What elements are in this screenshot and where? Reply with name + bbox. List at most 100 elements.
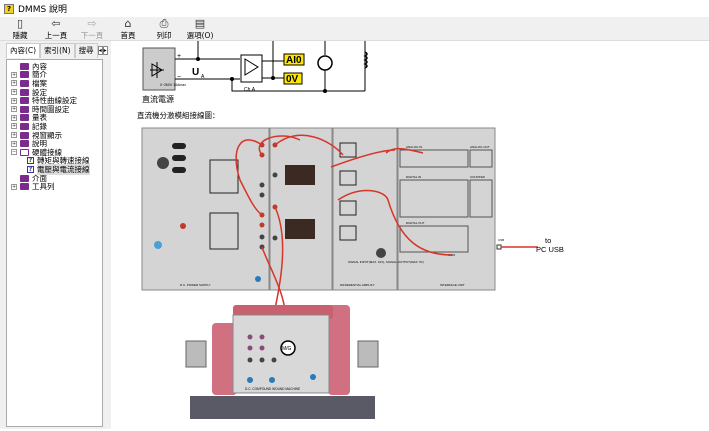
tree-item-label: 簡介: [32, 70, 47, 80]
tree-item-label: 特性曲線設定: [32, 96, 77, 106]
schematic: 0~260V 10Amax +− U A Ch.A AI0 0V 直流電源 直流…: [137, 41, 368, 120]
tab-index[interactable]: 索引(N): [40, 43, 75, 58]
tree-item-label: 工具列: [32, 182, 55, 192]
book-icon: [20, 114, 29, 122]
toolbar: ▯隱藏 ⇦上一頁 ⇨下一頁 ⌂首頁 ⎙列印 ▤選項(O): [0, 17, 709, 41]
back-arrow-icon: ⇦: [51, 17, 61, 30]
print-button[interactable]: ⎙列印: [156, 17, 172, 40]
forward-button[interactable]: ⇨下一頁: [80, 17, 104, 40]
expand-icon[interactable]: +: [11, 123, 17, 130]
svg-text:USB: USB: [498, 238, 504, 242]
dc-machine: M/G D.C. COMPOUND WOUND MACHINE: [185, 305, 379, 419]
expand-icon[interactable]: +: [11, 80, 17, 87]
expand-icon[interactable]: +: [11, 132, 17, 139]
book-icon: [20, 131, 29, 139]
svg-text:PC USB: PC USB: [536, 245, 564, 254]
book-icon: [20, 174, 29, 182]
tab-contents[interactable]: 內容(C): [6, 43, 41, 58]
expand-icon[interactable]: +: [11, 71, 17, 78]
svg-text:to: to: [545, 236, 551, 245]
svg-text:COUNTER: COUNTER: [470, 175, 486, 179]
tree-item[interactable]: + 視窗顯示: [7, 131, 102, 140]
tree-item[interactable]: +記錄: [7, 122, 102, 131]
book-icon: [20, 140, 29, 148]
collapse-icon[interactable]: −: [11, 149, 17, 156]
svg-text:DIGITAL OUT: DIGITAL OUT: [406, 221, 425, 225]
forward-arrow-icon: ⇨: [87, 17, 97, 30]
tree-item-label: 設定: [32, 87, 47, 97]
tree-item[interactable]: + 說明: [7, 139, 102, 148]
expand-icon[interactable]: +: [11, 106, 17, 113]
expand-icon[interactable]: +: [11, 89, 17, 96]
pane-splitter[interactable]: [106, 41, 111, 429]
tree-item-label: 時間圖設定: [32, 104, 70, 114]
tree-item[interactable]: + 檔案: [7, 79, 102, 88]
home-button[interactable]: ⌂首頁: [120, 17, 136, 40]
svg-text:SIGNAL INPUT(MAX. 10V), SIGNAL: SIGNAL INPUT(MAX. 10V), SIGNAL OUTPUT(MA…: [348, 260, 424, 264]
tree-item[interactable]: + 工具列: [7, 182, 102, 191]
amplifier-block: [240, 54, 263, 83]
open-book-icon: [20, 148, 29, 156]
tree-item[interactable]: + 時間圖設定: [7, 105, 102, 114]
tree-item-label: 說明: [32, 139, 47, 149]
tree-item[interactable]: + 特性曲線設定: [7, 96, 102, 105]
tree-item[interactable]: ?轉矩與轉速接線: [7, 156, 102, 166]
svg-text:D.C. COMPOUND WOUND MACHINE: D.C. COMPOUND WOUND MACHINE: [245, 387, 300, 391]
tab-scroll-right[interactable]: ▸: [102, 46, 108, 55]
trainer-panel: ANALOG IN ANALOG OUT DIGITAL IN COUNTER …: [141, 127, 564, 331]
book-icon: [20, 71, 29, 79]
help-content: 0~260V 10Amax +− U A Ch.A AI0 0V 直流電源 直流…: [111, 41, 709, 429]
tree-item-label: 檔案: [32, 78, 47, 88]
svg-text:0~260V 10Amax: 0~260V 10Amax: [160, 83, 186, 87]
svg-text:D.C. POWER SUPPLY: D.C. POWER SUPPLY: [180, 283, 211, 287]
book-icon: [20, 105, 29, 113]
book-icon: [20, 62, 29, 70]
expand-icon[interactable]: +: [11, 97, 17, 104]
back-button[interactable]: ⇦上一頁: [44, 17, 68, 40]
tree-item-label: 轉矩與轉速接線: [37, 156, 90, 166]
expand-icon[interactable]: +: [11, 183, 17, 190]
motor-symbol: [317, 55, 333, 71]
wiring-illustration: 0~260V 10Amax +− U A Ch.A AI0 0V 直流電源 直流…: [137, 41, 564, 419]
hide-icon: ▯: [16, 17, 24, 30]
svg-text:INTERFACE UNIT: INTERFACE UNIT: [440, 283, 465, 287]
hide-button[interactable]: ▯隱藏: [12, 17, 28, 40]
tree-item[interactable]: +量表: [7, 113, 102, 122]
tree-item[interactable]: ?電壓與電流接線: [7, 163, 102, 175]
tree-item[interactable]: 內容: [7, 62, 102, 71]
window-title: DMMS 說明: [18, 5, 68, 15]
tree-item-label: 電壓與電流接線: [37, 163, 90, 175]
tree-item[interactable]: 介面: [7, 174, 102, 183]
tree-item-label: 視窗顯示: [32, 130, 62, 140]
svg-text:+: +: [177, 53, 181, 60]
options-icon: ▤: [194, 17, 206, 30]
coil-symbol: [363, 51, 368, 69]
book-icon: [20, 122, 29, 130]
help-page-icon: ?: [27, 165, 34, 173]
printer-icon: ⎙: [159, 17, 169, 30]
tab-search[interactable]: 搜尋: [74, 43, 98, 58]
home-icon: ⌂: [124, 17, 132, 30]
book-icon: [20, 79, 29, 87]
tab-scroll-left[interactable]: ◂: [97, 46, 103, 55]
svg-text:A: A: [201, 74, 205, 80]
svg-text:0V: 0V: [286, 74, 299, 85]
tree-item[interactable]: + 簡介: [7, 70, 102, 80]
book-icon: [20, 88, 29, 96]
options-button[interactable]: ▤選項(O): [186, 17, 214, 40]
tree-item-label: 硬體接線: [32, 147, 62, 157]
svg-text:DIFFERENTIAL AMPLIFY: DIFFERENTIAL AMPLIFY: [340, 283, 375, 287]
svg-text:U: U: [192, 67, 199, 78]
expand-icon[interactable]: +: [11, 114, 17, 121]
tree-item-label: 內容: [32, 61, 47, 71]
supply-caption: 直流電源: [142, 94, 174, 104]
wiring-caption: 直流機分激模組接線圖：: [137, 110, 220, 120]
help-page-icon: ?: [27, 157, 34, 165]
tree-item[interactable]: + 設定: [7, 88, 102, 97]
svg-text:ANALOG OUT: ANALOG OUT: [470, 145, 490, 149]
navigation-pane: 內容(C) 索引(N) 搜尋 ◂ ▸ 內容 + 簡介 + 檔案 + 設定 + 特性曲線設定 + 時間…: [0, 41, 108, 429]
svg-text:Ch.A: Ch.A: [244, 87, 256, 93]
tree-item[interactable]: − 硬體接線: [7, 148, 102, 157]
book-icon: [20, 97, 29, 105]
expand-icon[interactable]: +: [11, 140, 17, 147]
